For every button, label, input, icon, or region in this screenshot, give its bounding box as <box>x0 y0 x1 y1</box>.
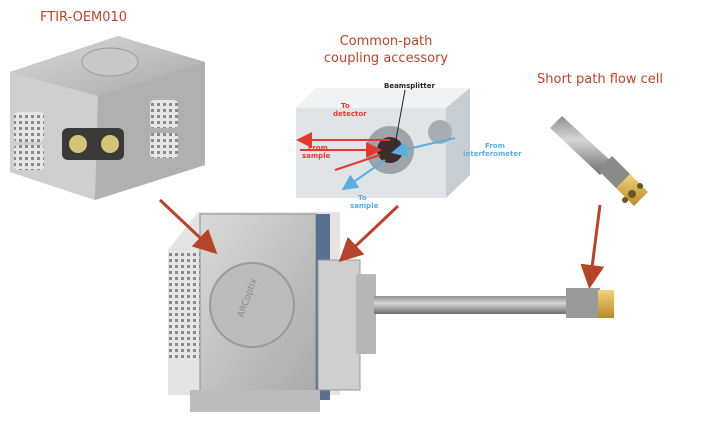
from-interferometer-text-2: interferometer <box>463 150 522 158</box>
ftir-pointer-arrow <box>158 198 218 255</box>
beamsplitter-text: Beamsplitter <box>384 82 436 90</box>
ftir-module-image <box>10 36 205 200</box>
flow-cell-image <box>550 116 648 206</box>
coupling-pointer-arrow <box>338 204 400 263</box>
from-sample-text-1: From <box>308 144 328 152</box>
assembled-system-image: ARCoptix <box>168 212 614 412</box>
common-path-label-line1: Common-path <box>339 34 433 49</box>
ftir-label: FTIR-OEM010 <box>40 10 128 25</box>
from-interferometer-text-1: From <box>485 142 505 150</box>
from-sample-text-2: sample <box>302 152 331 160</box>
common-path-label-line2: coupling accessory <box>323 51 449 66</box>
coupling-accessory-image: To detector Beamsplitter From sample Fro… <box>296 82 522 210</box>
to-detector-text-2: detector <box>333 110 367 118</box>
flow-cell-pointer-arrow <box>580 204 605 289</box>
short-path-label: Short path flow cell <box>537 72 663 87</box>
to-detector-text-1: To <box>341 102 350 110</box>
to-sample-text-1: To <box>358 194 367 202</box>
to-sample-text-2: sample <box>350 202 379 210</box>
